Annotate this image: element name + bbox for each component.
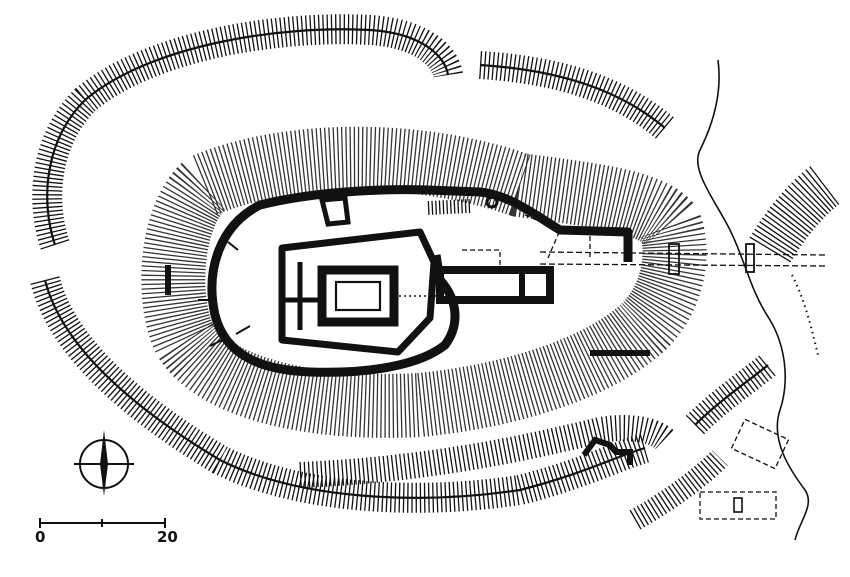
inner-ward-wall <box>278 228 438 356</box>
mound-hachure-band <box>141 126 707 438</box>
outer-wall-external-ticks <box>198 241 251 347</box>
dashed-foundation-square <box>730 418 790 470</box>
dashed-foundation-long <box>699 491 777 520</box>
north-stair-hachures <box>427 199 471 215</box>
gate-passage <box>394 214 591 304</box>
east-slope-hachures <box>749 165 840 263</box>
inner-bailey <box>278 195 499 356</box>
rampart-south <box>30 275 650 513</box>
small-foundation-block <box>733 497 743 513</box>
bridge-pier <box>668 243 680 275</box>
stream-dotted-branch <box>791 274 819 356</box>
rampart-north-east <box>479 51 675 139</box>
south-terrace-ledge <box>590 350 650 356</box>
bridge-pier-east <box>745 243 755 273</box>
outbuildings <box>581 418 790 520</box>
rampart-north-east-crest <box>479 63 666 129</box>
castle-walls <box>165 185 650 377</box>
keep-outer <box>317 265 399 327</box>
barbican-dashed-outline <box>462 214 591 268</box>
rampart-south-east <box>629 450 728 530</box>
north-tower <box>318 195 351 227</box>
stream <box>697 59 819 541</box>
access-path-line-lower <box>539 263 826 267</box>
keep-inner <box>334 280 382 312</box>
scale-label-start: 0 <box>35 528 46 546</box>
outer-ramparts <box>30 14 840 530</box>
rampart-north-west-crest <box>46 28 450 246</box>
scale-label-end: 20 <box>157 528 178 546</box>
rampart-east-short-crest <box>694 364 769 426</box>
rampart-south-inner-hachures <box>299 415 675 488</box>
access-path <box>539 243 826 275</box>
round-bastion <box>485 195 499 209</box>
west-gate-buttress <box>165 265 171 295</box>
access-path-line <box>539 251 826 256</box>
stream-line <box>697 59 810 541</box>
rampart-south-crest <box>43 279 646 499</box>
wall-to-gate-north <box>427 185 633 262</box>
gate-passage-wall <box>436 266 554 304</box>
outer-curtain-wall <box>207 185 460 377</box>
mound-slope-hachures <box>141 126 707 438</box>
scale-bar <box>39 518 166 528</box>
north-arrow-icon <box>74 430 134 496</box>
south-gate-tower <box>581 436 633 465</box>
